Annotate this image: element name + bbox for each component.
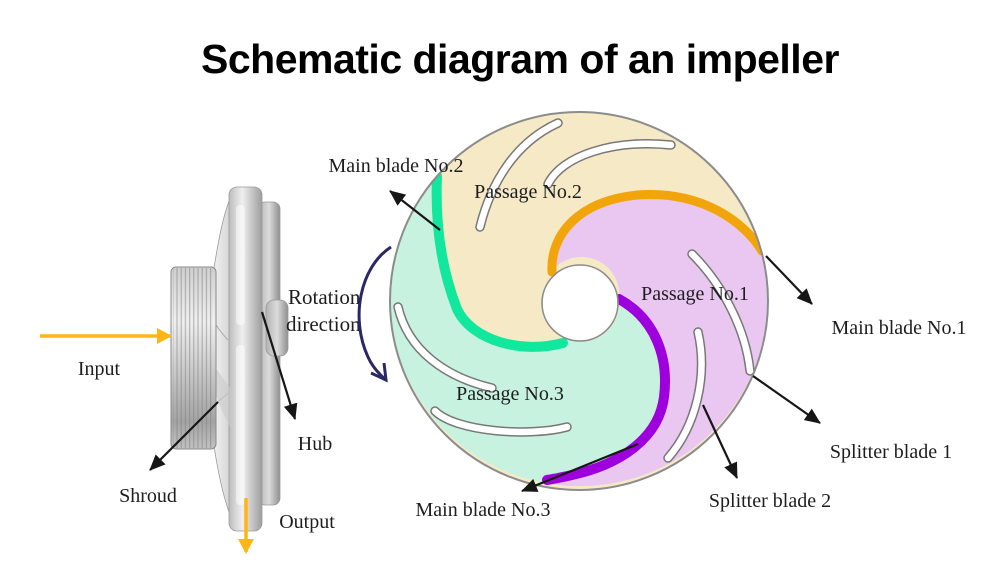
disc-highlight	[236, 345, 245, 505]
passage3-region	[390, 174, 663, 483]
splitter-2-pointer	[702, 404, 738, 479]
wheel-rim	[389, 111, 769, 491]
hub-boss	[265, 299, 289, 357]
splitter-1-label: Splitter blade 1	[830, 441, 952, 463]
main-blade-2-shape	[431, 171, 568, 352]
hub-pointer-arrow	[260, 311, 298, 420]
main-blade-2-label: Main blade No.2	[329, 155, 464, 177]
passage1-label: Passage No.1	[641, 283, 749, 305]
input-label: Input	[78, 358, 121, 380]
passage3-label: Passage No.3	[456, 383, 564, 405]
page-title: Schematic diagram of an impeller	[201, 36, 839, 82]
main-blade-1-pointer	[765, 255, 813, 305]
rotation-direction-label-line2: direction	[286, 312, 361, 336]
splitter-1-pointer	[752, 375, 821, 424]
main-blade-2-pointer	[389, 190, 441, 231]
hub-label: Hub	[298, 433, 332, 455]
impeller-front-view	[389, 111, 769, 491]
rotation-direction-arrow	[357, 245, 392, 381]
disc-highlight	[236, 205, 245, 325]
main-blade-1-label: Main blade No.1	[832, 317, 967, 339]
output-label: Output	[279, 511, 335, 533]
passage2-label: Passage No.2	[474, 181, 582, 203]
splitter-slots	[393, 118, 755, 463]
hub-bore-circle	[541, 264, 619, 342]
main-blade-1-shape	[547, 189, 767, 277]
splitter-2-label: Splitter blade 2	[709, 490, 831, 512]
inlet-threads	[173, 268, 214, 448]
main-blade-3-label: Main blade No.3	[416, 499, 551, 521]
rotation-direction-label-line1: Rotation	[288, 285, 361, 309]
main-disc	[228, 186, 263, 532]
main-blade-3-shape	[542, 294, 670, 485]
wheel-pointer-arrows	[389, 190, 821, 493]
rotation-arrowhead	[370, 362, 388, 383]
main-blade-3-pointer	[521, 442, 639, 493]
impeller-side-view	[170, 186, 289, 532]
shroud-pointer-arrow	[149, 401, 219, 471]
shroud-label: Shroud	[119, 485, 177, 507]
